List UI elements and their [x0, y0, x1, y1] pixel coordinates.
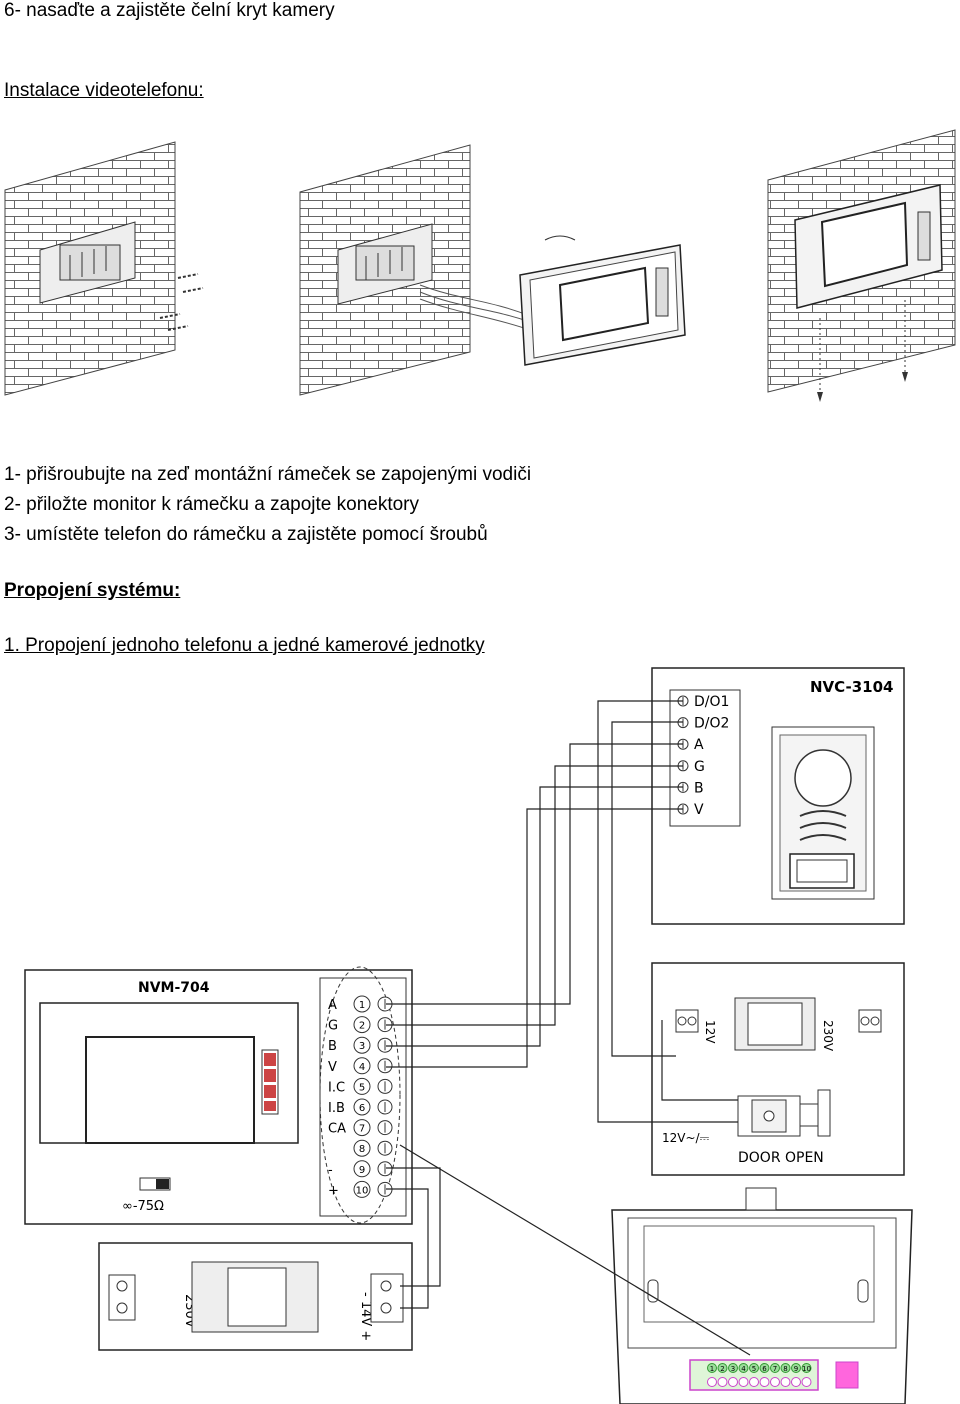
step-6-text: 6- nasaďte a zajistěte čelní kryt kamery: [4, 0, 335, 21]
bracket-pin-number: 5: [752, 1365, 756, 1373]
lock-voltage-label: 12V~/⎓: [662, 1131, 710, 1145]
monitor-terminal-number: 9: [359, 1165, 365, 1176]
bracket-pin-number: 9: [794, 1365, 798, 1373]
monitor-terminal-label: +: [328, 1183, 339, 1198]
bracket-pin-screw: [728, 1377, 738, 1387]
bracket-pin-number: 4: [741, 1365, 746, 1373]
psu-out-label: 12V: [703, 1020, 717, 1044]
camera-model-label: NVC-3104: [810, 678, 894, 696]
speaker-grille-icon: [799, 810, 847, 841]
monitor-terminal-number: 3: [359, 1041, 365, 1052]
bracket-pin-screw: [717, 1377, 728, 1387]
heading-installation: Instalace videotelefonu:: [4, 80, 204, 101]
step-1-text: 1- přišroubujte na zeď montážní rámeček …: [4, 464, 532, 485]
bracket-pin-number: 3: [731, 1365, 735, 1373]
camera-lens-icon: [794, 749, 852, 807]
bracket-pin-screw: [738, 1377, 749, 1387]
monitor-terminal-label: -: [328, 1163, 333, 1178]
monitor-terminal-number-circle: [353, 1139, 371, 1157]
bracket-pin-number: 10: [802, 1365, 811, 1373]
monitor-terminal-label: V: [328, 1060, 337, 1075]
bracket-pin-number: 2: [720, 1365, 724, 1373]
monitor-terminal-number-circle: [353, 1160, 371, 1178]
installation-illustration: [4, 129, 956, 402]
heading-system-connection: Propojení systému:: [4, 580, 181, 601]
monitor-terminal-number-circle: [353, 1180, 371, 1198]
monitor-terminal-label: I.B: [328, 1101, 345, 1116]
wall-with-wires: [299, 144, 531, 396]
monitor-terminal-label: G: [328, 1019, 338, 1034]
monitor-terminal-number: 8: [359, 1144, 365, 1155]
bracket-pin-number-circle: [759, 1363, 770, 1373]
monitor-terminal-number-circle: [353, 1036, 371, 1054]
bracket-pin-number-circle: [738, 1363, 749, 1373]
monitor-terminal-number: 4: [359, 1062, 365, 1073]
bracket-pin-number-circle: [780, 1363, 791, 1373]
monitor-terminal-number: 2: [359, 1021, 365, 1032]
bracket-pin-number-circle: [749, 1363, 759, 1373]
bracket-pin-screw: [759, 1377, 770, 1387]
monitor-power-box: 230V - 14V +: [98, 1242, 413, 1351]
camera-power-box: 12V 230V 12V~/⎓ DOOR OPEN: [651, 962, 905, 1176]
bracket-pin-number-circle: [728, 1363, 738, 1373]
camera-terminal-label: G: [694, 759, 705, 775]
monitor-terminal-number: 5: [359, 1082, 365, 1093]
monitor-terminal-label: I.C: [328, 1080, 345, 1095]
bracket-pin-number: 6: [762, 1365, 767, 1373]
bracket-pin-screw: [780, 1377, 791, 1387]
step-2-text: 2- přiložte monitor k rámečku a zapojte …: [4, 494, 420, 515]
bracket-pin-number-circle: [801, 1363, 812, 1373]
wall-with-mounted-monitor: [767, 129, 956, 402]
monitor-screen: [85, 1036, 255, 1144]
camera-terminal-label: D/O2: [694, 716, 729, 732]
terminal-highlight: [319, 966, 401, 1224]
bracket-pin-number: 7: [773, 1365, 777, 1373]
wiring: [386, 700, 751, 1356]
monitor-psu-out-label: - 14V +: [358, 1292, 373, 1341]
bracket-pin-screw: [770, 1377, 780, 1387]
monitor-terminal-number-circle: [353, 1098, 371, 1116]
impedance-switch-label: ∞-75Ω: [122, 1199, 164, 1214]
monitor-terminal-number-circle: [353, 1016, 371, 1034]
bracket-pin-screw: [749, 1377, 759, 1387]
bracket-pin-number-circle: [707, 1363, 717, 1373]
bracket-pin-number-circle: [791, 1363, 801, 1373]
monitor-model-label: NVM-704: [138, 980, 210, 996]
monitor-terminal-number: 10: [356, 1185, 369, 1196]
monitor-terminal-number: 6: [359, 1103, 365, 1114]
bracket-pin-number-circle: [717, 1363, 728, 1373]
step-3-text: 3- umístěte telefon do rámečku a zajistě…: [4, 524, 488, 545]
door-open-label: DOOR OPEN: [738, 1150, 824, 1166]
monitor-terminal-number-circle: [353, 1119, 371, 1137]
camera-terminal-label: D/O1: [694, 694, 729, 710]
wall-with-frame: [4, 141, 204, 396]
monitor-terminal-number-circle: [353, 1077, 371, 1095]
monitor-terminal-number: 1: [359, 1000, 365, 1011]
monitor-terminal-number-circle: [353, 995, 371, 1013]
monitor-terminal-number: 7: [359, 1124, 365, 1135]
monitor-terminal-label: CA: [328, 1122, 346, 1137]
bracket-pin-screw: [791, 1377, 801, 1387]
monitor-being-attached: [519, 235, 686, 366]
subheading-single-monitor: 1. Propojení jednoho telefonu a jedné ka…: [4, 635, 485, 656]
monitor-terminal-label: A: [328, 998, 337, 1013]
bracket-pin-screw: [801, 1377, 812, 1387]
monitor-terminal-label: B: [328, 1039, 337, 1054]
psu-in-label: 230V: [821, 1020, 835, 1052]
bracket-pin-number-circle: [770, 1363, 780, 1373]
bracket-pin-number: 1: [710, 1365, 714, 1373]
bracket-pin-screw: [707, 1377, 717, 1387]
camera-terminal-label: A: [694, 737, 704, 753]
door-lock-icon: [737, 1089, 831, 1137]
camera-terminal-label: V: [694, 802, 704, 818]
monitor-terminal-number-circle: [353, 1057, 371, 1075]
monitor-unit: NVM-704 ∞-75Ω A 1G 2B 3V 4I.C 5I.B 6CA 7 8 - 9 +10: [24, 966, 413, 1225]
bracket-pin-number: 8: [783, 1365, 787, 1373]
camera-terminal-label: B: [694, 780, 704, 796]
